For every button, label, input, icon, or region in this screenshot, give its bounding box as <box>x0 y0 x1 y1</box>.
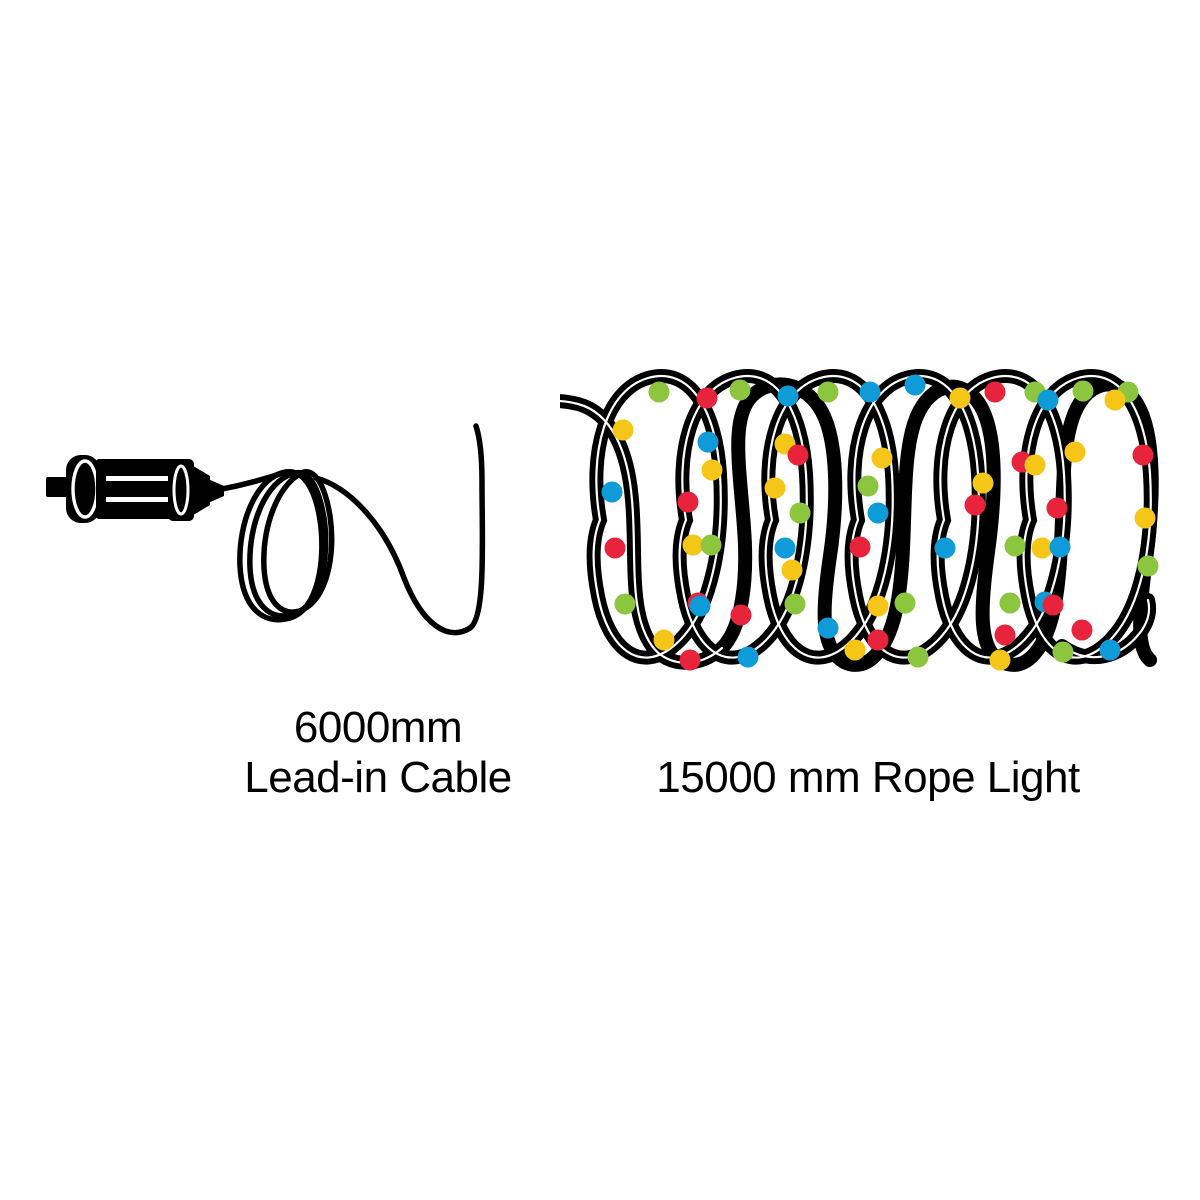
rope-light-bulb-green <box>999 592 1021 614</box>
rope-light-bulb-red <box>677 491 699 513</box>
rope-light-bulb-green <box>817 381 839 403</box>
rope-light-bulb-yellow <box>867 595 889 617</box>
plug-barrel <box>96 459 178 519</box>
rope-light-bulb-yellow <box>1031 537 1053 559</box>
rope-light-bulb-yellow <box>682 534 704 556</box>
rope-light-bulb-green <box>1072 380 1094 402</box>
rope-light-bulb-red <box>994 624 1016 646</box>
rope-light-bulb-red <box>964 494 986 516</box>
plug-front-flange <box>66 455 100 523</box>
rope-light-bulb-blue <box>689 595 711 617</box>
rope-light-bulb-yellow <box>764 477 786 499</box>
rope-light-bulb-yellow <box>1064 441 1086 463</box>
rope-light-bulb-blue <box>904 374 926 396</box>
rope-light-bulb-blue <box>1037 389 1059 411</box>
plug-pin-stub <box>46 477 72 497</box>
rope-light-bulb-blue <box>859 381 881 403</box>
rope-light-bulb-red <box>604 537 626 559</box>
rope-light-bulb-yellow <box>844 639 866 661</box>
rope-centerline-entry <box>560 400 724 664</box>
rope-light-bulb-yellow <box>871 447 893 469</box>
rope-light-bulb-red <box>984 381 1006 403</box>
rope-light-bulb-red <box>679 649 701 671</box>
lead-in-label-line1: 6000mm <box>294 703 462 752</box>
lead-in-label-line2: Lead-in Cable <box>244 753 511 802</box>
male-plug-connector <box>46 455 224 523</box>
rope-light-bulb-green <box>614 593 636 615</box>
rope-light-bulb-red <box>1071 619 1093 641</box>
plug-cable-boot <box>208 479 224 503</box>
rope-light-bulb-green <box>1052 641 1074 663</box>
rope-segment-2 <box>715 377 851 669</box>
rope-light-bulb-blue <box>601 481 623 503</box>
rope-light-bulb-yellow <box>989 649 1011 671</box>
rope-light-bulb-yellow <box>949 387 971 409</box>
plug-strain-relief <box>190 464 210 517</box>
rope-centerline-4 <box>850 375 980 659</box>
rope-light-bulb-red <box>696 387 718 409</box>
rope-light-bulb-blue <box>1099 639 1121 661</box>
rope-light-bulb-red <box>1046 497 1068 519</box>
rope-light-bulb-green <box>789 502 811 524</box>
rope-light-bulb-green <box>729 379 751 401</box>
rope-light-bulb-red <box>787 444 809 466</box>
rope-centerline-tail <box>1060 598 1151 659</box>
rope-light-bulb-green <box>907 646 929 668</box>
rope-light-bulb-blue <box>934 537 956 559</box>
rope-light-label: 15000 mm Rope Light <box>656 753 1080 802</box>
rope-light-bulb-red <box>867 629 889 651</box>
cable-coil-loop-1 <box>237 469 325 623</box>
rope-light-bulb-blue <box>817 617 839 639</box>
rope-light-bulb-blue <box>777 385 799 407</box>
rope-light-bulb-green <box>1137 555 1159 577</box>
plug-barrel-stripe-top <box>106 476 168 481</box>
rope-light-bulb-blue <box>737 646 759 668</box>
rope-light-bulb-yellow <box>1024 454 1046 476</box>
rope-light-bulb-green <box>700 534 722 556</box>
rope-light-bulb-yellow <box>1134 507 1156 529</box>
rope-light-bulb-yellow <box>781 559 803 581</box>
rope-light-bulb-green <box>648 381 670 403</box>
plug-rear-ring <box>172 464 190 516</box>
rope-light-bulb-red <box>1132 444 1154 466</box>
rope-light-bulb-yellow <box>612 419 634 441</box>
rope-light-bulb-red <box>1042 594 1064 616</box>
rope-light-bulb-green <box>857 475 879 497</box>
lead-in-cable <box>219 423 486 636</box>
rope-light-bulb-red <box>849 536 871 558</box>
rope-light-bulb-blue <box>697 431 719 453</box>
rope-light-bulb-yellow <box>1104 389 1126 411</box>
rope-light-bulb-yellow <box>653 629 675 651</box>
rope-centerline-1 <box>592 375 722 659</box>
rope-light-bulb-green <box>1004 535 1026 557</box>
plug-barrel-stripe-bottom <box>106 497 168 502</box>
rope-light-bulb-blue <box>1049 536 1071 558</box>
rope-light-bulb-blue <box>867 502 889 524</box>
rope-light-bulb-green <box>894 592 916 614</box>
rope-light-bulb-yellow <box>701 459 723 481</box>
cable-sweep <box>313 423 486 636</box>
rope-centerlines <box>560 375 1152 664</box>
rope-light-bulbs <box>601 374 1159 671</box>
diagram-labels: 6000mm Lead-in Cable 15000 mm Rope Light <box>244 703 1080 802</box>
rope-light <box>560 369 1159 672</box>
rope-light-bulb-yellow <box>972 472 994 494</box>
cable-coil-loop-3 <box>261 469 335 615</box>
rope-light-bulb-red <box>730 604 752 626</box>
rope-light-bulb-green <box>784 593 806 615</box>
rope-light-bulb-blue <box>774 537 796 559</box>
